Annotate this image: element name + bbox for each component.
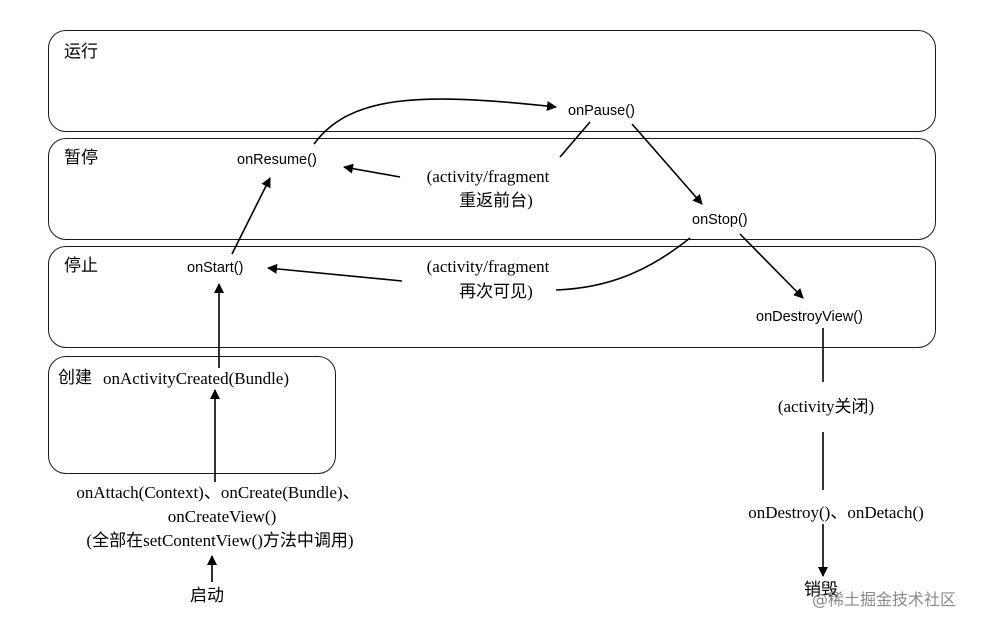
callback-on-stop: onStop() — [692, 212, 748, 228]
state-box-running — [48, 30, 936, 132]
state-label-created-prefix: 创建 — [58, 368, 92, 388]
line-pause-to-note — [559, 121, 591, 158]
arrow-pause-to-stop — [631, 123, 703, 205]
callback-on-pause: onPause() — [568, 103, 635, 119]
note-init-line3: (全部在setContentView()方法中调用) — [86, 531, 354, 550]
state-box-stopped — [48, 246, 936, 348]
state-label-running: 运行 — [64, 42, 98, 62]
arrow-note-to-start — [267, 263, 403, 282]
endpoint-destroyed: 销毁 — [804, 580, 838, 600]
state-box-paused — [48, 138, 936, 240]
arrow-start-to-resume — [231, 177, 271, 255]
callback-on-start: onStart() — [187, 260, 244, 276]
note-return-front-line1: (activity/fragment — [426, 167, 550, 186]
line-stop-to-note — [555, 237, 691, 291]
note-return-front-line2: 重返前台) — [459, 191, 533, 210]
state-label-paused: 暂停 — [64, 148, 98, 168]
callback-on-destroy-view: onDestroyView() — [756, 309, 863, 325]
callback-on-resume: onResume() — [237, 152, 317, 168]
state-label-created-method: onActivityCreated(Bundle) — [103, 369, 290, 388]
state-label-stopped: 停止 — [64, 256, 98, 276]
note-destroy-detach: onDestroy()、onDetach() — [748, 503, 924, 522]
note-activity-closed: (activity关闭) — [777, 397, 875, 416]
arrow-note-to-resume — [343, 163, 401, 178]
endpoint-start: 启动 — [190, 586, 224, 606]
note-visible-again-line2: 再次可见) — [459, 282, 533, 301]
note-init-line2: onCreateView() — [167, 507, 277, 526]
state-box-created — [48, 356, 336, 474]
arrow-resume-to-pause — [313, 98, 557, 145]
watermark: @稀土掘金技术社区 — [812, 590, 957, 609]
note-visible-again-line1: (activity/fragment — [426, 257, 550, 276]
arrow-stop-to-destroyview — [739, 233, 804, 299]
note-init-line1: onAttach(Context)、onCreate(Bundle)、 — [76, 483, 360, 502]
